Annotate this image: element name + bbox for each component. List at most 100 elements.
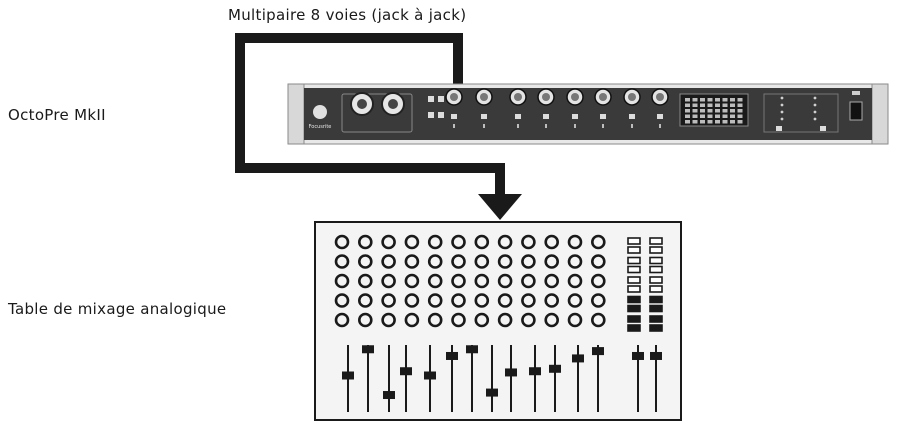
mixer-knob xyxy=(521,312,536,328)
mixer-knob xyxy=(427,273,443,289)
sync-led xyxy=(813,117,817,121)
meter-segment xyxy=(722,103,728,107)
mixer-knob xyxy=(521,254,536,269)
mixer-knob xyxy=(404,234,420,250)
mixer-knob xyxy=(381,273,396,289)
mixer-knob xyxy=(357,254,373,269)
master-button xyxy=(649,315,663,323)
channel-led-8 xyxy=(659,124,661,128)
mixer-knob xyxy=(567,234,583,250)
mixer-knob xyxy=(590,273,606,289)
clock-led xyxy=(780,110,784,114)
fader-cap xyxy=(362,345,374,354)
meter-segment xyxy=(715,114,720,118)
rack-ear-right xyxy=(871,83,889,145)
mixer-knob xyxy=(427,234,443,250)
channel-led-1 xyxy=(453,124,455,128)
mixer-knob xyxy=(544,254,560,269)
master-button xyxy=(649,295,663,304)
clock-section xyxy=(763,93,839,133)
fader-cap xyxy=(342,371,354,380)
fader-cap xyxy=(632,351,644,360)
fader-cap xyxy=(446,351,458,360)
mixer-knob xyxy=(381,312,396,328)
focusrite-logo-icon xyxy=(313,105,327,119)
power-indicator xyxy=(852,91,860,95)
master-button xyxy=(627,265,641,274)
master-button xyxy=(627,276,641,284)
meter-segment xyxy=(715,120,720,124)
meter-segment xyxy=(700,109,705,113)
channel-led-7 xyxy=(631,124,633,128)
mixer-knob xyxy=(427,254,443,269)
mixer-knob xyxy=(474,273,490,289)
mixer-label: Table de mixage analogique xyxy=(8,300,227,318)
mixer-knob xyxy=(474,234,490,250)
mixer-knob xyxy=(357,312,373,328)
mixer-knob xyxy=(334,254,350,269)
meter-segment xyxy=(692,98,698,102)
gain-knob-cap-7 xyxy=(628,93,636,101)
master-button xyxy=(649,265,663,274)
mixer-knob xyxy=(474,254,490,269)
fader-cap xyxy=(505,368,517,377)
mixer-knob xyxy=(497,273,513,289)
gain-knob-cap-6 xyxy=(599,93,607,101)
mixer-knob xyxy=(357,273,373,289)
mixer-knob xyxy=(544,273,560,289)
mixer-knob xyxy=(404,254,420,269)
mixer-knob xyxy=(427,293,443,308)
fader-cap xyxy=(529,367,541,376)
mixer-knob xyxy=(404,293,420,308)
master-button xyxy=(649,276,663,284)
fader-cap xyxy=(466,345,478,354)
meter-segment xyxy=(692,114,698,118)
master-button xyxy=(649,285,663,293)
meter-segment xyxy=(707,103,713,107)
level-meter-display xyxy=(679,93,749,127)
fader-cap xyxy=(383,391,395,400)
channel-led-4 xyxy=(545,124,547,128)
master-button xyxy=(627,304,641,313)
mixer-knob xyxy=(590,312,606,328)
sync-led xyxy=(813,96,817,100)
meter-segment xyxy=(715,109,720,113)
fader-cap xyxy=(400,367,412,376)
master-button xyxy=(627,246,641,254)
channel-button-5 xyxy=(572,114,578,119)
mixer-knob xyxy=(544,234,560,250)
master-button xyxy=(627,285,641,293)
meter-segment xyxy=(707,109,713,113)
input-select-button-1 xyxy=(428,96,434,102)
clock-led xyxy=(780,117,784,121)
mixer-knob xyxy=(590,234,606,250)
meter-segment xyxy=(730,109,735,113)
mixer-knob xyxy=(521,234,536,250)
meter-segment xyxy=(685,98,690,102)
meter-segment xyxy=(722,114,728,118)
mixer-knob xyxy=(451,234,466,250)
channel-button-2 xyxy=(481,114,487,119)
mixer-knob xyxy=(567,312,583,328)
mixer-knob xyxy=(451,273,466,289)
cable-label: Multipaire 8 voies (jack à jack) xyxy=(228,6,467,24)
meter-segment xyxy=(730,120,735,124)
meter-segment xyxy=(700,114,705,118)
device-label: OctoPre MkII xyxy=(8,106,106,124)
meter-segment xyxy=(685,120,690,124)
channel-led-5 xyxy=(574,124,576,128)
meter-segment xyxy=(737,103,743,107)
channel-button-4 xyxy=(543,114,549,119)
mixer-knob xyxy=(544,293,560,308)
mixer-knob xyxy=(497,234,513,250)
meter-segment xyxy=(722,120,728,124)
cable-arrow xyxy=(478,194,522,220)
input-select-button-2 xyxy=(438,96,444,102)
meter-segment xyxy=(715,103,720,107)
meter-segment xyxy=(737,114,743,118)
mixer-knob xyxy=(474,312,490,328)
mixer-knob xyxy=(381,293,396,308)
mixer-knob xyxy=(357,293,373,308)
mixer-knob xyxy=(334,312,350,328)
